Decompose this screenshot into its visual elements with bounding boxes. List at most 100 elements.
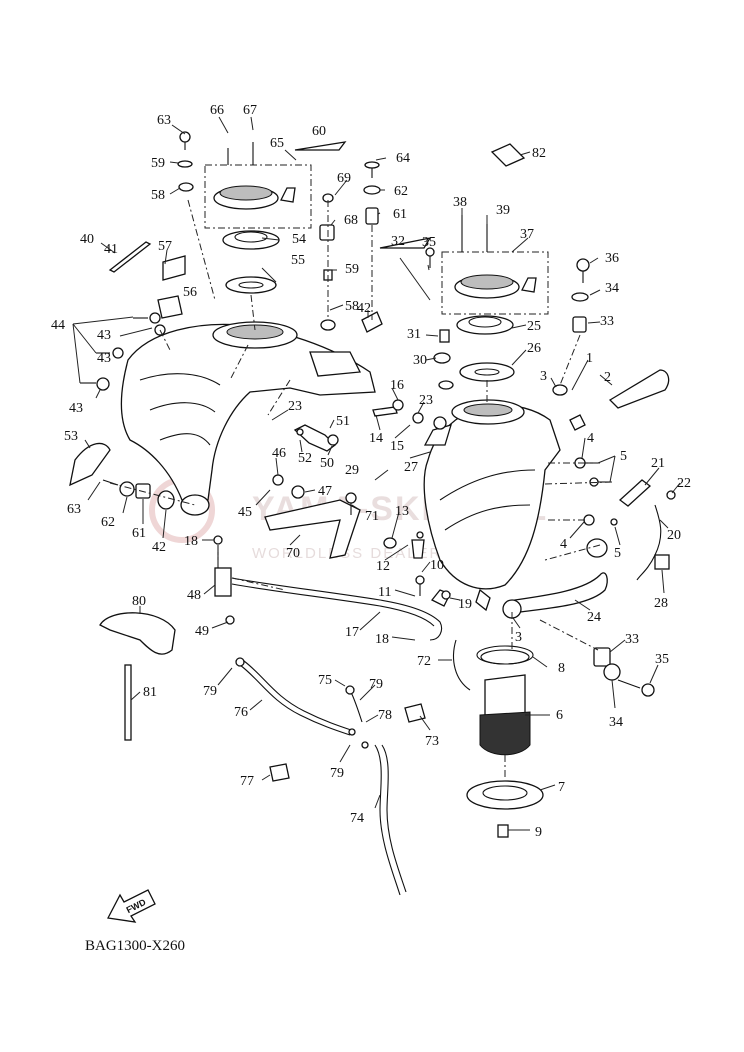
part-label: 33 xyxy=(625,632,639,647)
part-label: 1 xyxy=(586,351,593,366)
part-label: 18 xyxy=(184,534,198,549)
lower-parts xyxy=(99,612,426,896)
part-label: 54 xyxy=(292,232,306,247)
part-label: 33 xyxy=(600,314,614,329)
part-label: 45 xyxy=(238,505,252,520)
part-label: 3 xyxy=(515,630,522,645)
part-label: 2 xyxy=(604,370,611,385)
center-bracket xyxy=(264,424,361,559)
part-label: 78 xyxy=(378,708,392,723)
part-label: 52 xyxy=(298,451,312,466)
part-label: 23 xyxy=(419,393,433,408)
part-label: 76 xyxy=(234,705,248,720)
fuel-pump xyxy=(452,639,544,838)
part-label: 55 xyxy=(291,253,305,268)
fwd-arrow-icon: FWD xyxy=(107,889,156,923)
part-label: 16 xyxy=(390,378,404,393)
part-label: 4 xyxy=(587,431,594,446)
part-label: 57 xyxy=(158,239,172,254)
part-label: 35 xyxy=(655,652,669,667)
part-label: 64 xyxy=(396,151,410,166)
part-label: 56 xyxy=(183,285,197,300)
part-label: 58 xyxy=(345,299,359,314)
part-label: 43 xyxy=(97,328,111,343)
part-label: 19 xyxy=(458,597,472,612)
part-label: 58 xyxy=(151,188,165,203)
part-label: 14 xyxy=(369,431,383,446)
part-label: 23 xyxy=(288,399,302,414)
part-label: 75 xyxy=(318,673,332,688)
part-label: 49 xyxy=(195,624,209,639)
hose-fittings xyxy=(372,399,447,430)
part-label: 48 xyxy=(187,588,201,603)
part-label: 38 xyxy=(453,195,467,210)
part-label: 60 xyxy=(312,124,326,139)
part-label: 42 xyxy=(357,301,371,316)
part-labels: 63 66 67 60 65 59 58 64 69 62 68 61 82 4… xyxy=(51,103,691,840)
part-label: 61 xyxy=(132,526,146,541)
part-label: 20 xyxy=(667,528,681,543)
part-label: 4 xyxy=(560,537,567,552)
part-label: 9 xyxy=(535,825,542,840)
part-label: 29 xyxy=(345,463,359,478)
part-label: 59 xyxy=(151,156,165,171)
part-label: 34 xyxy=(605,281,619,296)
part-label: 22 xyxy=(677,476,691,491)
part-label: 41 xyxy=(104,242,118,257)
part-label: 59 xyxy=(345,262,359,277)
part-label: 44 xyxy=(51,318,65,333)
left-top-fasteners xyxy=(177,131,526,331)
part-label: 63 xyxy=(157,113,171,128)
part-label: 24 xyxy=(587,610,601,625)
left-cap-assembly xyxy=(204,141,347,294)
part-label: 80 xyxy=(132,594,146,609)
part-label: 61 xyxy=(393,207,407,222)
part-label: 66 xyxy=(210,103,224,118)
part-label: 51 xyxy=(336,414,350,429)
part-label: 39 xyxy=(496,203,510,218)
part-label: 37 xyxy=(520,227,534,242)
part-label: 5 xyxy=(614,546,621,561)
part-label: 71 xyxy=(365,509,379,524)
right-fasteners xyxy=(574,457,676,581)
part-label: 47 xyxy=(318,484,332,499)
part-label: 69 xyxy=(337,171,351,186)
handle-bar xyxy=(502,572,608,619)
right-cap-assembly xyxy=(361,215,590,390)
part-label: 68 xyxy=(344,213,358,228)
part-label: 25 xyxy=(527,319,541,334)
part-label: 62 xyxy=(101,515,115,530)
part-label: 79 xyxy=(369,677,383,692)
part-label: 65 xyxy=(270,136,284,151)
part-label: 5 xyxy=(620,449,627,464)
part-label: 10 xyxy=(430,558,444,573)
part-label: 6 xyxy=(556,708,563,723)
part-label: 73 xyxy=(425,734,439,749)
part-label: 62 xyxy=(394,184,408,199)
part-label: 15 xyxy=(390,439,404,454)
part-label: 26 xyxy=(527,341,541,356)
part-label: 77 xyxy=(240,774,254,789)
part-label: 3 xyxy=(540,369,547,384)
part-label: 27 xyxy=(404,460,418,475)
part-label: 35 xyxy=(422,235,436,250)
part-label: 12 xyxy=(376,559,390,574)
part-label: 67 xyxy=(243,103,257,118)
part-label: 50 xyxy=(320,456,334,471)
part-label: 36 xyxy=(605,251,619,266)
assembly-centre-lines xyxy=(109,199,613,780)
diagram-code: BAG1300-X260 xyxy=(85,938,185,954)
part-label: 63 xyxy=(67,502,81,517)
part-label: 28 xyxy=(654,596,668,611)
part-label: 30 xyxy=(413,353,427,368)
part-label: 7 xyxy=(558,780,565,795)
part-label: 43 xyxy=(69,401,83,416)
part-label: 34 xyxy=(609,715,623,730)
part-label: 11 xyxy=(378,585,391,600)
part-label: 31 xyxy=(407,327,421,342)
part-label: 21 xyxy=(651,456,665,471)
part-label: 81 xyxy=(143,685,157,700)
left-tank xyxy=(69,241,376,516)
part-label: 40 xyxy=(80,232,94,247)
